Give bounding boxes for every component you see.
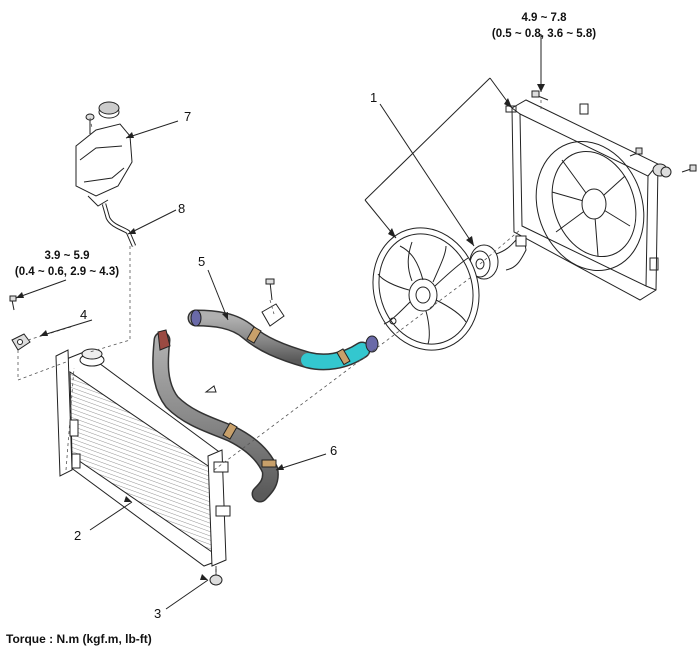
cooling-fan [372, 227, 480, 351]
leader-arrowheads [16, 84, 545, 580]
shroud-bolt [531, 90, 697, 178]
callout-2: 2 [74, 528, 82, 543]
callout-6: 6 [330, 443, 338, 458]
callout-4: 4 [80, 307, 88, 322]
reservoir [75, 101, 133, 207]
reservoir-hose [101, 203, 137, 247]
callout-1: 1 [370, 90, 378, 105]
callout-3: 3 [154, 606, 162, 621]
torque-nm: 3.9 ~ 5.9 [44, 250, 90, 262]
upper-hose [187, 309, 379, 371]
radiator-bracket [9, 295, 31, 351]
torque-kgf-lbft: (0.5 ~ 0.8, 3.6 ~ 5.8) [491, 28, 597, 40]
callout-5: 5 [198, 254, 206, 269]
torque-nm: 4.9 ~ 7.8 [521, 12, 567, 24]
torque-kgf-lbft: (0.4 ~ 0.6, 2.9 ~ 4.3) [14, 266, 120, 278]
callout-8: 8 [178, 201, 186, 216]
fan-shroud [505, 99, 659, 301]
lower-hose [152, 329, 279, 503]
torque-unit-legend: Torque : N.m (kgf.m, lb-ft) [6, 632, 152, 646]
fan-bolt-torque: 4.9 ~ 7.8 (0.5 ~ 0.8, 3.6 ~ 5.8) [484, 10, 604, 42]
fan-motor [469, 235, 527, 280]
radiator [55, 348, 231, 586]
bracket-bolt-torque: 3.9 ~ 5.9 (0.4 ~ 0.6, 2.9 ~ 4.3) [2, 248, 132, 280]
hose-clip [261, 278, 285, 327]
callout-7: 7 [184, 109, 192, 124]
leader-lines [15, 34, 542, 610]
